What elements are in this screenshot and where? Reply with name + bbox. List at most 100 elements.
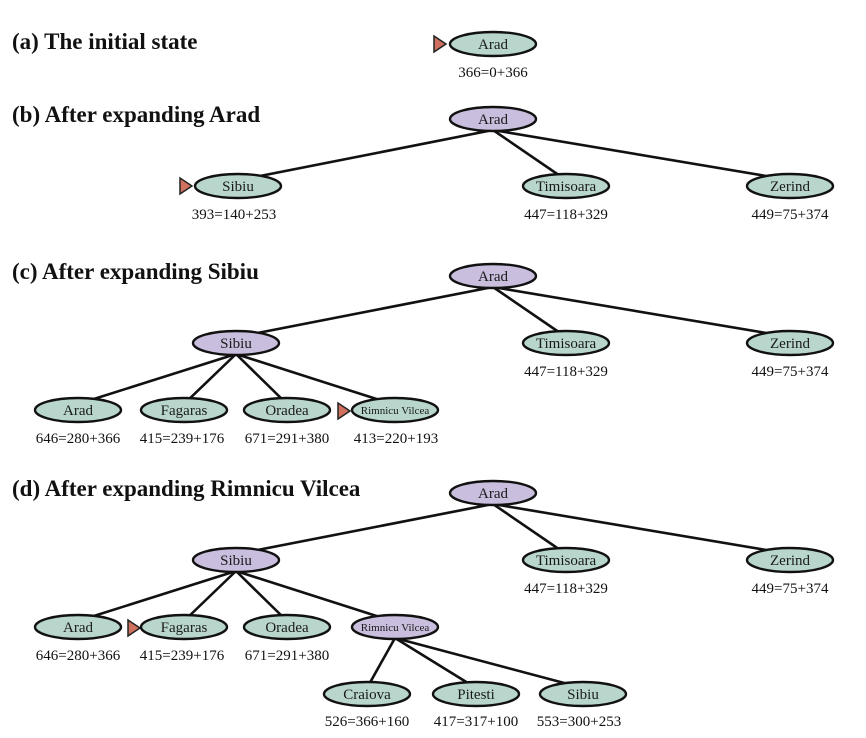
tree-edge [365,637,397,689]
tree-edge [235,353,288,405]
tree-node: Craiova 526=366+160 [322,680,412,730]
node-label: Arad [63,620,93,636]
node-label: Arad [478,486,508,502]
tree-edge [492,285,791,339]
pointer-icon [433,34,448,54]
node-cost: 413=220+193 [354,431,438,447]
node-ellipse [431,680,521,708]
panel-d: (d) After expanding Rimnicu Vilcea Arad … [12,476,835,730]
tree-node: Rimnicu Vilcea 413=220+193 [337,396,440,447]
node-ellipse [521,329,611,357]
tree-node: Zerind 449=75+374 [745,172,835,223]
node-cost: 449=75+374 [752,364,829,380]
node-label: Zerind [770,179,810,195]
node-ellipse [448,262,538,290]
tree-node: Pitesti 417=317+100 [431,680,521,730]
node-ellipse [538,680,628,708]
tree-node: Arad 366=0+366 [433,30,538,81]
node-ellipse [191,329,281,357]
node-ellipse [745,172,835,200]
tree-edge [236,502,494,556]
tree-edge [235,352,393,406]
node-cost: 447=118+329 [524,364,608,380]
tree-edge [235,570,288,622]
tree-edge [492,285,567,339]
node-label: Zerind [770,336,810,352]
node-label: Arad [478,269,508,285]
node-label: Oradea [265,620,309,636]
node-cost: 393=140+253 [192,207,276,223]
node-ellipse [191,546,281,574]
node-label: Oradea [265,403,309,419]
tree-edge [239,128,494,182]
node-cost: 415=239+176 [140,648,225,664]
node-ellipse [448,30,538,58]
panel-title: (d) After expanding Rimnicu Vilcea [12,476,361,501]
tree-edge [183,570,237,622]
node-cost: 417=317+100 [434,714,518,730]
tree-node: Timisoara 447=118+329 [521,172,611,223]
tree-edge [492,502,567,556]
node-label: Timisoara [536,553,597,569]
tree-edge [394,636,477,690]
tree-node: Sibiu [191,546,281,574]
node-label: Timisoara [536,336,597,352]
tree-node: Sibiu 393=140+253 [179,172,283,223]
node-ellipse [521,172,611,200]
pointer-icon [127,618,142,638]
tree-edge [492,502,791,556]
node-label: Sibiu [220,553,252,569]
tree-node: Timisoara 447=118+329 [521,546,611,597]
node-cost: 366=0+366 [458,65,528,81]
node-cost: 447=118+329 [524,581,608,597]
node-cost: 646=280+366 [36,648,121,664]
node-ellipse [139,613,229,641]
tree-edge [492,128,791,182]
node-ellipse [33,396,123,424]
node-ellipse [448,105,538,133]
tree-node: Zerind 449=75+374 [745,329,835,380]
node-label: Fagaras [161,403,208,419]
node-cost: 415=239+176 [140,431,225,447]
tree-edge [77,352,237,406]
node-cost: 671=291+380 [245,431,329,447]
node-ellipse [521,546,611,574]
tree-node: Rimnicu Vilcea [350,613,440,641]
node-ellipse [242,396,332,424]
node-ellipse [448,479,538,507]
node-ellipse [745,546,835,574]
node-ellipse [350,613,440,641]
tree-node: Oradea 671=291+380 [242,396,332,447]
node-cost: 449=75+374 [752,581,829,597]
node-ellipse [322,680,412,708]
node-label: Sibiu [220,336,252,352]
node-ellipse [350,396,440,424]
node-label: Timisoara [536,179,597,195]
node-label: Craiova [343,687,391,703]
panel-c: (c) After expanding Sibiu Arad Sibiu Tim… [12,259,835,447]
tree-edge [77,569,237,623]
node-label: Zerind [770,553,810,569]
node-cost: 671=291+380 [245,648,329,664]
node-label: Pitesti [457,687,495,703]
node-ellipse [242,613,332,641]
tree-node: Zerind 449=75+374 [745,546,835,597]
tree-node: Fagaras 415=239+176 [140,396,229,447]
node-cost: 526=366+160 [325,714,409,730]
node-ellipse [33,613,123,641]
node-label: Sibiu [567,687,599,703]
node-cost: 646=280+366 [36,431,121,447]
tree-edge [394,636,584,690]
pointer-icon [179,176,194,196]
node-ellipse [193,172,283,200]
tree-node: Timisoara 447=118+329 [521,329,611,380]
tree-node: Sibiu [191,329,281,357]
node-label: Rimnicu Vilcea [361,622,430,634]
tree-node: Oradea 671=291+380 [242,613,332,664]
panel-title: (a) The initial state [12,29,197,54]
node-cost: 447=118+329 [524,207,608,223]
tree-node: Sibiu 553=300+253 [537,680,628,730]
tree-edge [235,569,393,623]
tree-node: Fagaras 415=239+176 [127,613,229,664]
